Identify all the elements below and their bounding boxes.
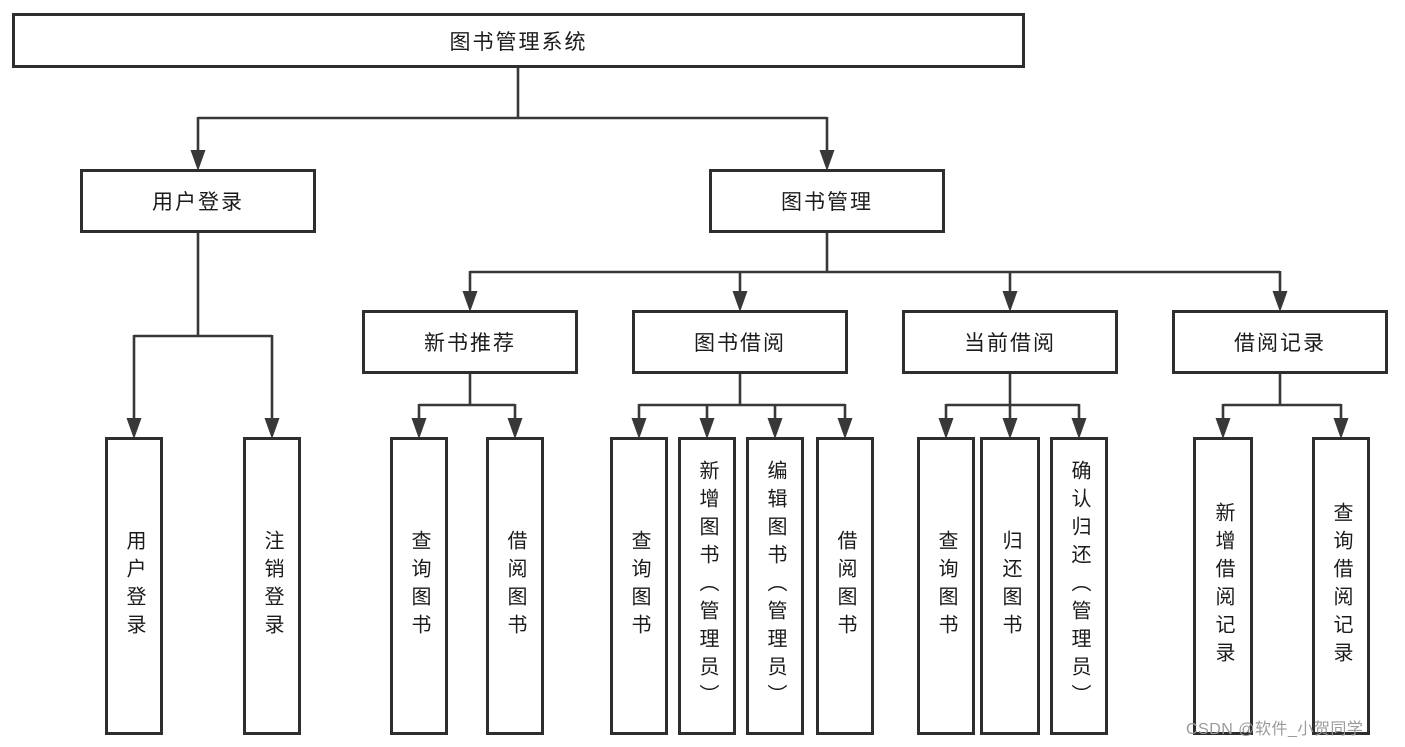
node-leaf-query-books-1: 查询图书 xyxy=(390,437,448,735)
arrowhead xyxy=(1215,418,1231,439)
arrowhead xyxy=(190,150,206,171)
arrowhead xyxy=(1272,291,1288,312)
watermark: CSDN @软件_小贺同学 xyxy=(1186,721,1364,738)
node-leaf-query-books-2: 查询图书 xyxy=(610,437,668,735)
arrowhead xyxy=(819,150,835,171)
node-new-book-recommend: 新书推荐 xyxy=(362,310,578,374)
node-leaf-borrow-books-2: 借阅图书 xyxy=(816,437,874,735)
arrowhead xyxy=(767,418,783,439)
node-leaf-borrow-books-1: 借阅图书 xyxy=(486,437,544,735)
node-leaf-confirm-return: 确认归还（管理员） xyxy=(1050,437,1108,735)
node-book-borrowing: 图书借阅 xyxy=(632,310,848,374)
node-current-borrowing: 当前借阅 xyxy=(902,310,1118,374)
node-book-management: 图书管理 xyxy=(709,169,945,233)
arrowhead xyxy=(411,418,427,439)
arrowhead xyxy=(732,291,748,312)
arrowhead xyxy=(1002,291,1018,312)
node-leaf-add-record: 新增借阅记录 xyxy=(1193,437,1253,735)
node-user-login: 用户登录 xyxy=(80,169,316,233)
arrowhead xyxy=(631,418,647,439)
arrowhead xyxy=(1002,418,1018,439)
arrowhead xyxy=(264,418,280,439)
node-leaf-return-books: 归还图书 xyxy=(980,437,1040,735)
node-borrowing-records: 借阅记录 xyxy=(1172,310,1388,374)
node-leaf-query-record: 查询借阅记录 xyxy=(1312,437,1370,735)
arrowhead xyxy=(938,418,954,439)
arrowhead xyxy=(507,418,523,439)
arrowhead xyxy=(126,418,142,439)
arrowhead xyxy=(699,418,715,439)
node-leaf-logout: 注销登录 xyxy=(243,437,301,735)
node-root: 图书管理系统 xyxy=(12,13,1025,68)
node-leaf-edit-books: 编辑图书（管理员） xyxy=(746,437,804,735)
node-leaf-user-login: 用户登录 xyxy=(105,437,163,735)
arrowhead xyxy=(462,291,478,312)
arrowhead xyxy=(1071,418,1087,439)
arrowhead xyxy=(837,418,853,439)
node-leaf-query-books-3: 查询图书 xyxy=(917,437,975,735)
node-leaf-add-books: 新增图书（管理员） xyxy=(678,437,736,735)
arrowhead xyxy=(1333,418,1349,439)
